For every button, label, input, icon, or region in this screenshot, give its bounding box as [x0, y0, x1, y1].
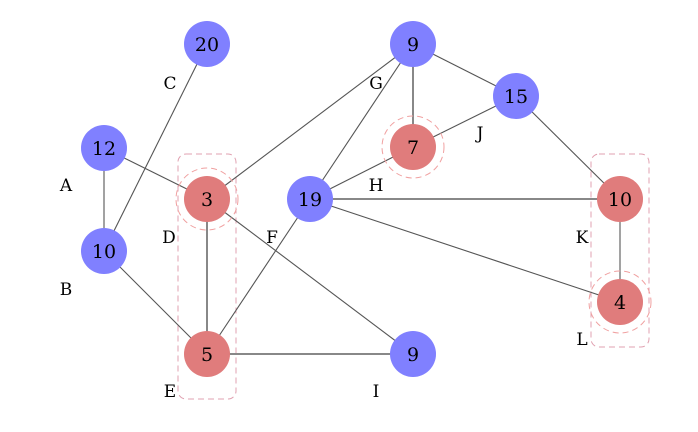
node-label-d: D	[162, 228, 176, 248]
node-value: 10	[92, 241, 116, 263]
node-circle	[493, 73, 539, 119]
node-value: 9	[407, 34, 419, 56]
node-value: 4	[614, 292, 626, 314]
nodes-layer: 12 10 20 3 5 19 9 7 9 15 10 4	[81, 21, 643, 377]
node-circle	[597, 176, 643, 222]
node-label-g: G	[369, 74, 383, 94]
node-label-i: I	[373, 382, 380, 402]
edge-d-g	[206, 43, 414, 200]
edge-e-f	[206, 198, 311, 355]
node-h[interactable]: 7	[390, 124, 436, 170]
edge-f-l	[309, 198, 621, 303]
node-circle	[390, 331, 436, 377]
groups-layer	[177, 153, 650, 400]
group-box-k-l	[590, 153, 650, 348]
node-value: 5	[201, 344, 213, 366]
node-j[interactable]: 15	[493, 73, 539, 119]
halos-layer	[175, 115, 652, 334]
node-label-e: E	[164, 382, 176, 402]
edges-layer	[103, 43, 621, 355]
halo-l	[588, 270, 652, 334]
edge-d-i	[206, 198, 414, 355]
node-circle	[184, 21, 230, 67]
node-g[interactable]: 9	[390, 21, 436, 67]
node-value: 15	[504, 86, 528, 108]
node-b[interactable]: 10	[81, 228, 127, 274]
node-a[interactable]: 12	[81, 125, 127, 171]
node-label-c: C	[163, 74, 176, 94]
node-label-j: J	[475, 124, 484, 144]
node-circle	[287, 176, 333, 222]
edge-j-k	[515, 95, 621, 200]
node-value: 7	[407, 137, 419, 159]
node-circle	[597, 279, 643, 325]
node-value: 20	[195, 34, 219, 56]
node-circle	[184, 331, 230, 377]
node-l[interactable]: 4	[597, 279, 643, 325]
node-i[interactable]: 9	[390, 331, 436, 377]
node-k[interactable]: 10	[597, 176, 643, 222]
node-value: 3	[201, 189, 213, 211]
node-circle	[390, 124, 436, 170]
edge-b-e	[103, 250, 208, 355]
node-circle	[81, 228, 127, 274]
node-label-a: A	[59, 176, 73, 196]
node-e[interactable]: 5	[184, 331, 230, 377]
group-box-d-e	[177, 153, 237, 400]
node-value: 9	[407, 344, 419, 366]
halo-h	[381, 115, 445, 179]
node-label-k: K	[576, 228, 589, 248]
node-label-b: B	[60, 280, 73, 300]
node-c[interactable]: 20	[184, 21, 230, 67]
node-label-h: H	[369, 176, 384, 196]
edge-c-b	[103, 43, 208, 252]
node-label-f: F	[266, 228, 278, 248]
node-d[interactable]: 3	[184, 176, 230, 222]
halo-d	[175, 167, 239, 231]
node-f[interactable]: 19	[287, 176, 333, 222]
node-value: 19	[298, 189, 322, 211]
labels-layer: A B C D E F G H I J K L	[59, 74, 589, 402]
node-circle	[184, 176, 230, 222]
node-value: 10	[608, 189, 632, 211]
node-circle	[390, 21, 436, 67]
edge-f-g	[309, 43, 414, 200]
node-label-l: L	[576, 330, 587, 350]
node-circle	[81, 125, 127, 171]
node-value: 12	[92, 138, 116, 160]
